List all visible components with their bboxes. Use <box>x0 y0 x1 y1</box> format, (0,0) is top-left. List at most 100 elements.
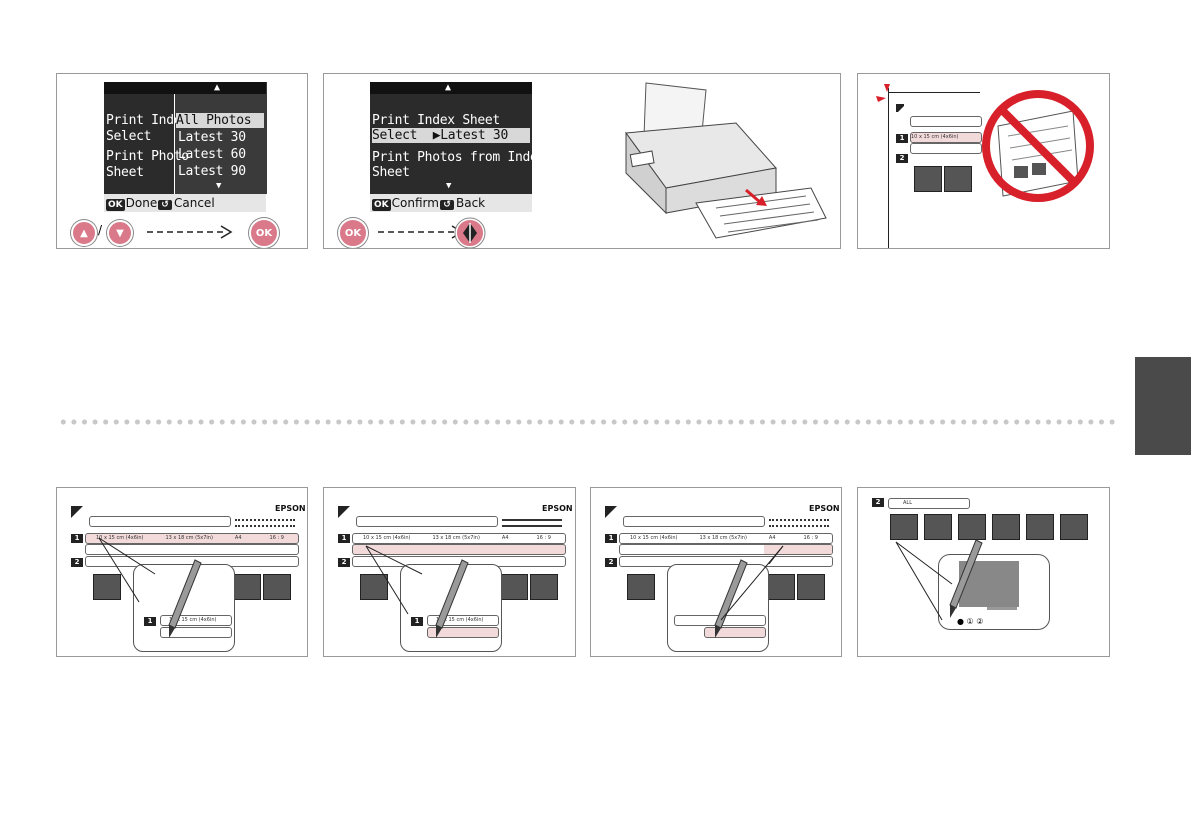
scroll-down-icon-2: ▼ <box>446 181 452 191</box>
pointer-lines <box>720 545 784 621</box>
ok-button[interactable]: OK <box>249 218 279 248</box>
corner-marker-icon <box>876 84 904 112</box>
type-row <box>619 544 833 555</box>
prohibited-icon <box>982 90 1094 202</box>
lcd-row-select[interactable]: Select ▶Latest 30 <box>372 128 530 143</box>
photo-thumb <box>233 574 261 600</box>
lcd-row-print-index-sheet: Print Index Sheet <box>372 113 500 128</box>
sheet-header-line <box>888 92 980 93</box>
pattern-strip <box>502 519 562 527</box>
select-value: Latest 30 <box>440 128 508 143</box>
lcd-left-row-2: Select <box>106 129 152 144</box>
scroll-down-icon: ▼ <box>216 181 222 191</box>
zoom-callout: 1 10 x 15 cm (4x6in) <box>133 564 235 652</box>
step-2-badge: 2 <box>338 558 350 567</box>
step-1-badge: 1 <box>71 534 83 543</box>
photo-thumb <box>767 574 795 600</box>
sheet-icon-bar <box>910 116 982 127</box>
up-button[interactable]: ▲ <box>71 220 97 246</box>
footer-done-label: Done <box>125 196 158 210</box>
dashed-arrow-icon <box>147 225 233 239</box>
photo-thumb <box>263 574 291 600</box>
lcd-left-row-3: Print Photo <box>106 149 189 164</box>
menu-item-all-photos[interactable]: All Photos <box>176 113 264 128</box>
icon-bar <box>356 516 498 527</box>
menu-item-latest-30[interactable]: Latest 30 <box>178 130 246 145</box>
down-button[interactable]: ▼ <box>107 220 133 246</box>
icon-bar <box>623 516 765 527</box>
step-1-badge: 1 <box>605 534 617 543</box>
step-1-badge: 1 <box>338 534 350 543</box>
pointer-lines <box>98 537 156 603</box>
size-row: 10 x 15 cm (4x6in) <box>910 132 982 143</box>
type-row <box>910 143 982 154</box>
ok-key-icon: OK <box>106 199 125 211</box>
pattern-strip <box>769 519 829 527</box>
pointer-lines <box>895 541 953 621</box>
pattern-strip <box>235 519 295 527</box>
step-panel-select-range: ▲ Print Index Select Print Photo Sheet A… <box>56 73 308 249</box>
start-button[interactable] <box>454 217 486 249</box>
pen-icon <box>435 559 469 638</box>
brand-logo: EPSON <box>542 504 573 513</box>
footer-back-label: Back <box>456 196 486 210</box>
step-2-badge: 2 <box>872 498 884 507</box>
index-sheet-panel-2: EPSON 1 10 x 15 cm (4x6in)13 x 18 cm (5x… <box>323 487 576 657</box>
section-tab <box>1135 357 1191 455</box>
index-sheet-panel-3: EPSON 1 10 x 15 cm (4x6in)13 x 18 cm (5x… <box>590 487 842 657</box>
footer-confirm-label: Confirm <box>391 196 439 210</box>
photo-grid <box>890 514 1100 544</box>
pen-icon <box>168 559 202 638</box>
photo-thumb <box>627 574 655 600</box>
lcd-screen-2: ▲ Print Index Sheet Select ▶Latest 30 Pr… <box>370 82 545 212</box>
scroll-up-icon-2: ▲ <box>445 82 452 93</box>
zoom-callout <box>667 564 769 652</box>
icon-bar <box>89 516 231 527</box>
step-2-badge: 2 <box>71 558 83 567</box>
photo-thumb <box>500 574 528 600</box>
step-panel-print-index: ▲ Print Index Sheet Select ▶Latest 30 Pr… <box>323 73 841 249</box>
all-row: ALL <box>888 498 970 509</box>
dotted-divider <box>58 418 1118 426</box>
photo-thumb <box>360 574 388 600</box>
brand-logo: EPSON <box>809 504 840 513</box>
menu-item-latest-60[interactable]: Latest 60 <box>178 147 246 162</box>
pen-icon <box>949 539 983 618</box>
sheet-edge <box>888 88 889 248</box>
index-sheet-panel-4: 2 ALL ● ① ② <box>857 487 1110 657</box>
zoom-callout: 1 10 x 15 cm (4x6in) <box>400 564 502 652</box>
step-2-badge: 2 <box>605 558 617 567</box>
back-key-icon: ↺ <box>158 200 172 210</box>
photo-row <box>910 166 980 196</box>
photo-thumb <box>530 574 558 600</box>
photo-thumb <box>797 574 825 600</box>
back-key-icon-2: ↺ <box>440 200 454 210</box>
pen-icon <box>714 559 748 638</box>
footer-cancel-label: Cancel <box>174 196 215 210</box>
lcd-left-row-1: Print Index <box>106 113 189 128</box>
lcd-row-print-photos: Print Photos from Index <box>372 150 546 165</box>
selector-arrow-icon: ▶ <box>432 128 441 143</box>
step-2-badge: 2 <box>896 154 908 163</box>
lcd-row-sheet: Sheet <box>372 165 410 180</box>
step-panel-warning: 1 10 x 15 cm (4x6in) 2 <box>857 73 1110 249</box>
corner-mark-icon <box>71 506 83 518</box>
lcd-screen: ▲ Print Index Select Print Photo Sheet A… <box>104 82 267 212</box>
type-row <box>352 544 566 555</box>
menu-item-latest-90[interactable]: Latest 90 <box>178 164 246 179</box>
printer-illustration <box>625 82 827 239</box>
index-sheet-panel-1: EPSON 1 10 x 15 cm (4x6in)13 x 18 cm (5x… <box>56 487 308 657</box>
step-1-badge: 1 <box>896 134 908 143</box>
ok-button-2[interactable]: OK <box>338 218 368 248</box>
scroll-up-icon: ▲ <box>214 82 221 93</box>
ok-key-icon-2: OK <box>372 199 391 211</box>
pointer-lines <box>365 545 423 615</box>
brand-logo: EPSON <box>275 504 306 513</box>
corner-mark-icon <box>338 506 350 518</box>
select-label: Select <box>372 128 418 143</box>
